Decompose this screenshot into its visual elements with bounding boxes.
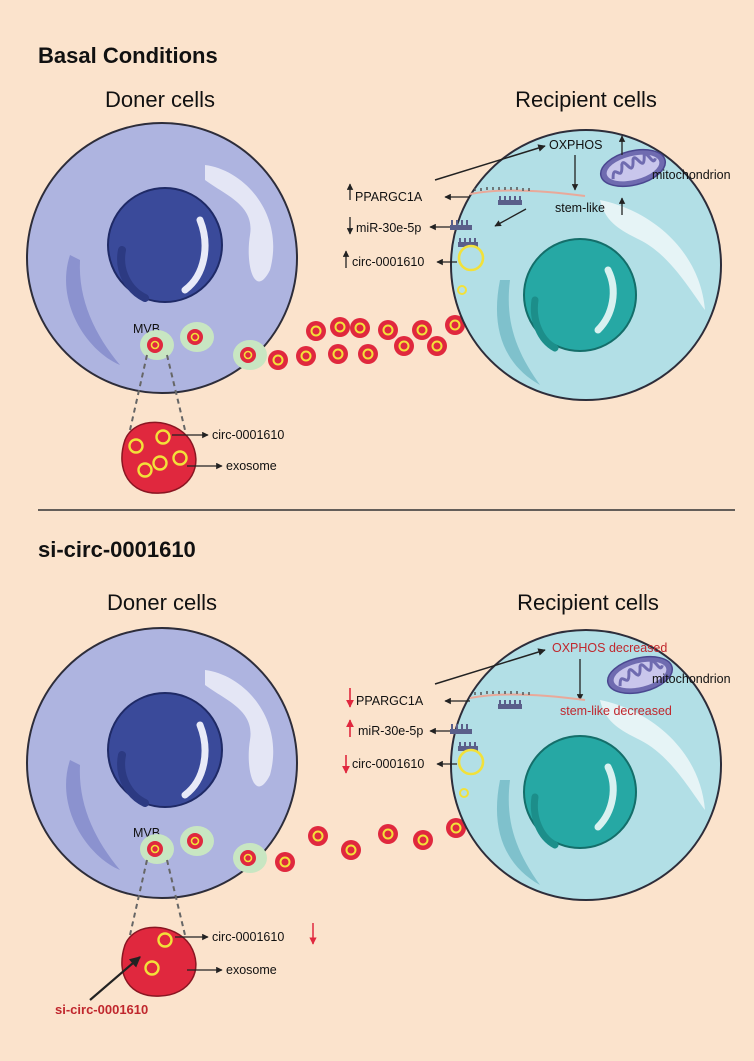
panel-si: si-circ-0001610 Doner cells Recipient ce…: [26, 537, 731, 1017]
exosome-vesicles: [274, 817, 467, 873]
oxphos-label: OXPHOS: [549, 138, 603, 152]
mir-label: miR-30e-5p: [358, 724, 423, 738]
ppargc1a-label: PPARGC1A: [355, 190, 423, 204]
sirna-label: si-circ-0001610: [55, 1002, 148, 1017]
circ-recipient-label: circ-0001610: [352, 255, 424, 269]
panel-basal: Basal Conditions Doner cells Recipient c…: [26, 43, 731, 494]
circ-recipient-label: circ-0001610: [352, 757, 424, 771]
exosome-vesicles: [267, 314, 466, 371]
mitochondrion-label: mitochondrion: [652, 168, 731, 182]
donor-heading: Doner cells: [107, 590, 217, 615]
recipient-heading: Recipient cells: [517, 590, 659, 615]
donor-heading: Doner cells: [105, 87, 215, 112]
donor-cell: MVB: [26, 122, 298, 394]
panel-title: Basal Conditions: [38, 43, 218, 68]
recipient-cell: [450, 129, 722, 401]
stem-label: stem-like: [555, 201, 605, 215]
exosome-label: exosome: [226, 963, 277, 977]
mitochondrion-label: mitochondrion: [652, 672, 731, 686]
circ-label: circ-0001610: [212, 428, 284, 442]
exosome-label: exosome: [226, 459, 277, 473]
circ-label: circ-0001610: [212, 930, 284, 944]
stem-label: stem-like decreased: [560, 704, 672, 718]
panel-title: si-circ-0001610: [38, 537, 196, 562]
recipient-heading: Recipient cells: [515, 87, 657, 112]
oxphos-label: OXPHOS decreased: [552, 641, 667, 655]
donor-cell: MVB: [26, 627, 298, 899]
recipient-cell: [450, 629, 722, 901]
donor-nucleus: [107, 692, 223, 808]
mvb-enlarged: [121, 926, 197, 997]
donor-nucleus: [107, 187, 223, 303]
mir-label: miR-30e-5p: [356, 221, 421, 235]
ppargc1a-label: PPARGC1A: [356, 694, 424, 708]
